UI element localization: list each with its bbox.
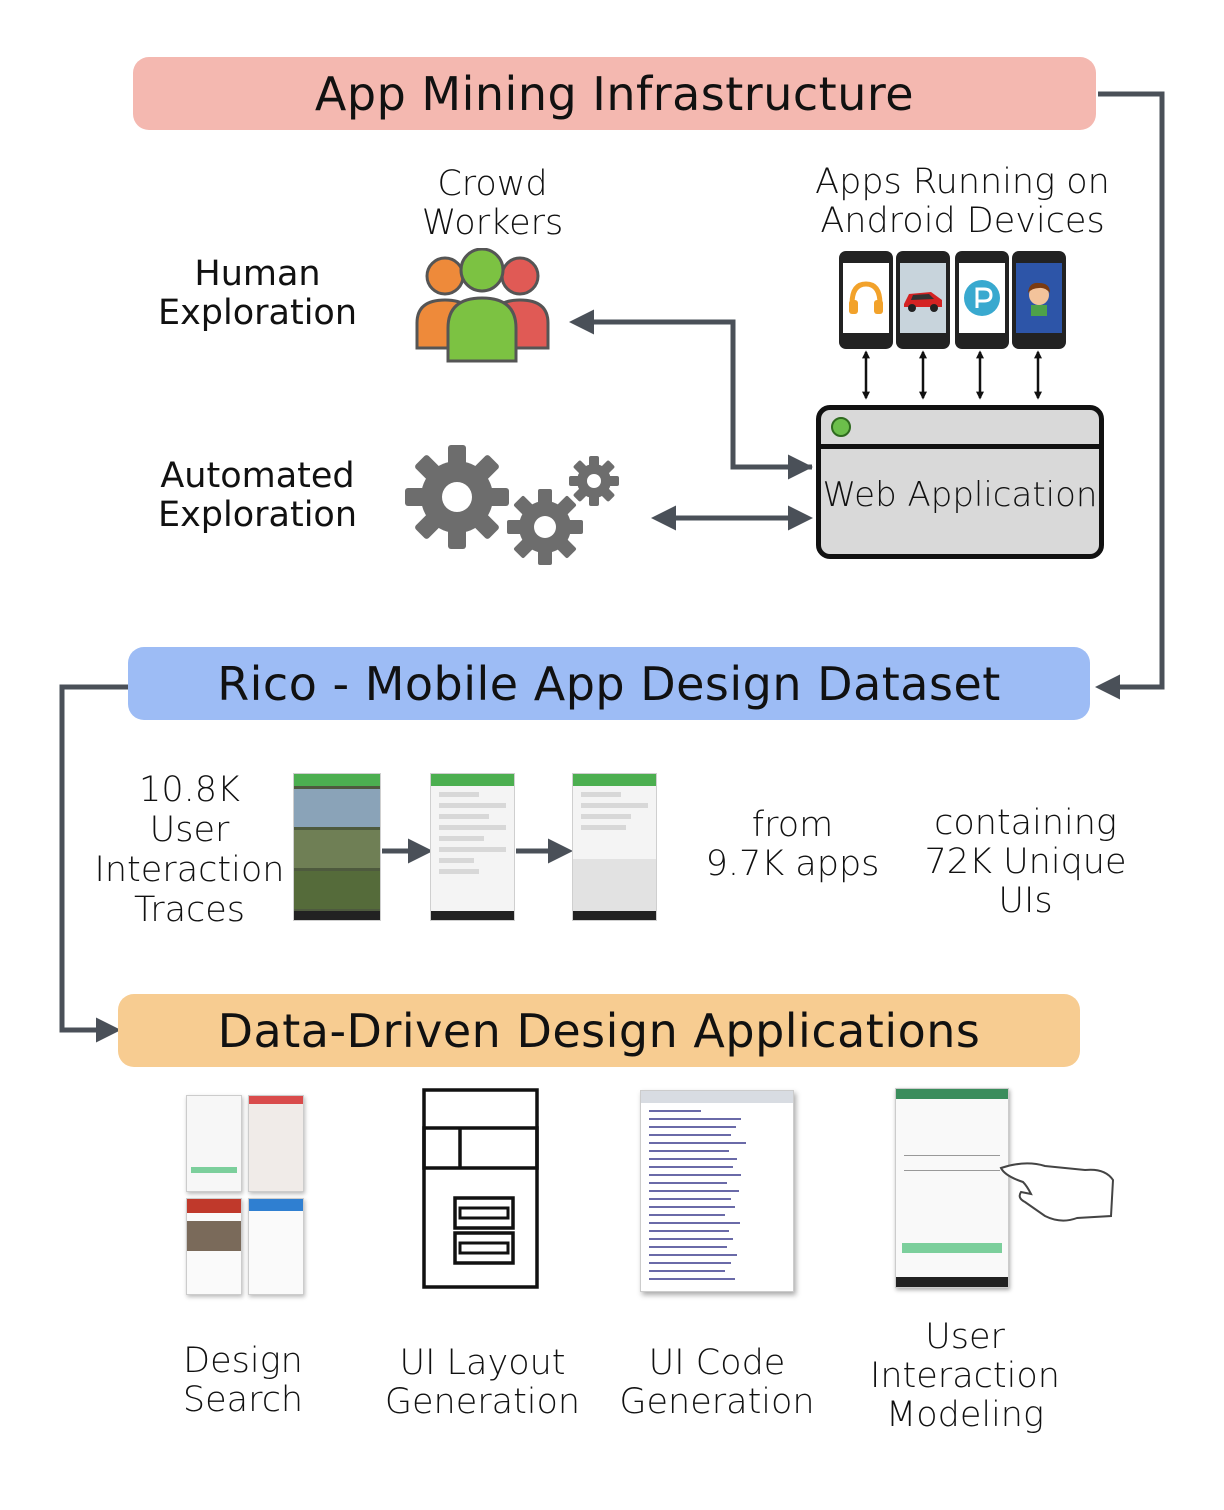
apps-title: Data-Driven Design Applications xyxy=(217,1003,981,1058)
rico-title: Rico - Mobile App Design Dataset xyxy=(217,656,1001,711)
design-search-icon xyxy=(186,1095,304,1295)
wireframe-icon xyxy=(422,1088,539,1289)
human-exploration-label: Human Exploration xyxy=(157,254,358,334)
rico-to-apps-arrow xyxy=(59,684,128,1043)
traces-count: 10.8K xyxy=(139,770,240,810)
trace-screenshot xyxy=(430,773,515,921)
traces-label: 10.8K User Interaction Traces xyxy=(92,770,287,931)
web-application-label: Web Application xyxy=(822,475,1098,515)
trace-screenshot xyxy=(293,773,381,921)
apps-banner: Data-Driven Design Applications xyxy=(118,994,1080,1067)
crowd-workers-icon xyxy=(415,248,550,363)
race-car-icon xyxy=(904,292,942,312)
code-editor-icon xyxy=(640,1090,794,1292)
game-character-icon xyxy=(1028,282,1050,316)
android-phone xyxy=(1012,251,1066,349)
android-phone xyxy=(896,251,950,349)
apps-running-label: Apps Running on Android Devices xyxy=(815,162,1110,242)
mining-banner: App Mining Infrastructure xyxy=(133,57,1096,130)
android-phone xyxy=(839,251,893,349)
mining-to-rico-arrow xyxy=(1095,91,1165,700)
ui-code-generation-label: UI Code Generation xyxy=(619,1343,815,1423)
mining-title: App Mining Infrastructure xyxy=(314,66,915,121)
web-application-window: Web Application xyxy=(816,405,1104,559)
unique-uis-label: containing 72K Unique UIs xyxy=(924,803,1127,922)
green-dot-icon xyxy=(831,417,851,437)
automated-exploration-label: Automated Exploration xyxy=(157,456,358,536)
window-title-bar xyxy=(821,410,1099,449)
p-logo-icon xyxy=(964,280,1000,316)
design-search-label: Design Search xyxy=(182,1341,304,1421)
trace-screenshot xyxy=(572,773,657,921)
rico-banner: Rico - Mobile App Design Dataset xyxy=(128,647,1090,720)
from-apps-label: from 9.7K apps xyxy=(705,805,880,885)
ui-layout-generation-label: UI Layout Generation xyxy=(384,1343,581,1423)
headphones-icon xyxy=(849,281,883,314)
hand-touch-icon xyxy=(895,1088,1117,1288)
android-phone xyxy=(955,251,1009,349)
crowd-workers-label: Crowd Workers xyxy=(421,164,564,244)
user-interaction-modeling-label: User Interaction Modeling xyxy=(870,1317,1060,1436)
gears-icon xyxy=(405,445,619,565)
